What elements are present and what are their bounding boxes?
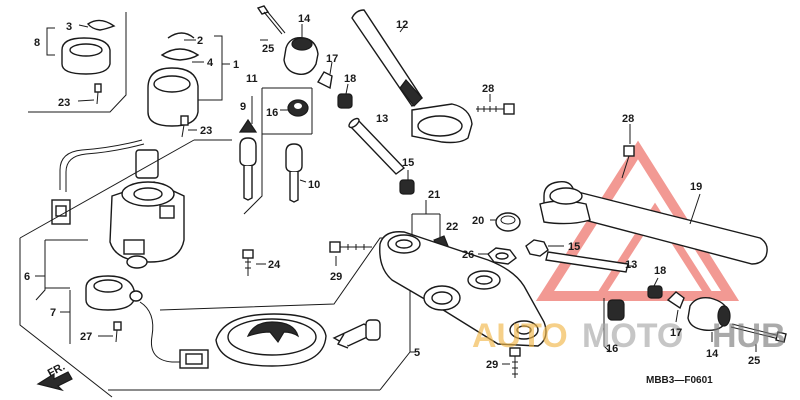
callout-16-right: 16 xyxy=(606,343,618,355)
fuel-cap-latch xyxy=(332,319,381,349)
clip-part-17-right xyxy=(666,291,685,323)
handlebar-left-group xyxy=(256,5,515,195)
callout-27: 27 xyxy=(80,331,92,343)
switch-part-7 xyxy=(85,275,143,311)
bar-end-weight-part-14-top xyxy=(283,24,319,75)
bolt-part-29-left xyxy=(329,241,372,266)
diagram-code: MBB3—F0601 xyxy=(646,375,713,386)
clip-part-17-top xyxy=(317,61,333,90)
ring-part-2 xyxy=(167,32,195,39)
bracket-8 xyxy=(46,27,55,56)
callout-10: 10 xyxy=(308,179,320,191)
switch-wire xyxy=(139,301,182,363)
wire-harness xyxy=(59,139,143,190)
callout-16-top: 16 xyxy=(266,107,278,119)
rubber-part-18-right xyxy=(647,277,663,299)
callout-25-right: 25 xyxy=(748,355,760,367)
clip-ring-part-3 xyxy=(86,19,116,31)
callout-7: 7 xyxy=(50,307,56,319)
rubber-part-15-top xyxy=(399,170,415,195)
callout-13-right: 13 xyxy=(625,259,637,271)
callout-28-top: 28 xyxy=(482,83,494,95)
inset-bracket-8 xyxy=(28,12,127,113)
bolt-part-28-top xyxy=(476,94,515,115)
callout-29-left: 29 xyxy=(330,271,342,283)
watermark: AUTO MOTO HUB xyxy=(472,317,786,355)
callout-13-top: 13 xyxy=(376,113,388,125)
callout-9: 9 xyxy=(240,101,246,113)
top-bridge-part-21 xyxy=(379,231,547,347)
top-bridge-group xyxy=(329,200,547,378)
grommet-part-16 xyxy=(287,99,309,117)
bolt-part-29-bottom xyxy=(502,347,521,378)
callout-1: 1 xyxy=(233,59,239,71)
callout-18-right: 18 xyxy=(654,265,666,277)
rubber-part-18-top xyxy=(337,83,353,109)
shaft-part-13-right xyxy=(545,251,634,273)
callout-21: 21 xyxy=(428,189,440,201)
handlebar-right-group xyxy=(525,124,787,353)
ignition-switch-group xyxy=(19,12,380,398)
screw-part-23 xyxy=(180,115,197,138)
watermark-hub: HUB xyxy=(712,317,786,355)
fuel-cap-center xyxy=(246,321,300,344)
bar-end-weight-part-14-right xyxy=(687,296,731,342)
callout-23-inset: 23 xyxy=(58,97,70,109)
plug-part-20 xyxy=(490,212,521,232)
handlebar-part-12 xyxy=(351,9,473,144)
bolt-part-24 xyxy=(242,249,266,276)
watermark-auto: AUTO xyxy=(472,317,568,355)
callout-22: 22 xyxy=(446,221,458,233)
callout-15-top: 15 xyxy=(402,157,414,169)
bolt-part-25-top xyxy=(256,5,286,41)
ring-part-4 xyxy=(160,48,200,61)
key-tag-part-9 xyxy=(238,118,258,133)
bracket-11 xyxy=(243,88,263,215)
bolt-part-28-right xyxy=(621,124,635,179)
ignition-switch-body xyxy=(109,149,185,269)
key-part-9 xyxy=(239,137,257,201)
callout-25-top: 25 xyxy=(262,43,274,55)
frame-line-mid xyxy=(159,237,410,311)
callout-20: 20 xyxy=(472,215,484,227)
handlebar-part-19 xyxy=(539,181,768,265)
front-direction-arrow xyxy=(36,371,73,392)
key-part-10 xyxy=(285,143,303,203)
shaft-part-13-top xyxy=(348,117,406,175)
callout-11: 11 xyxy=(246,73,258,85)
nut-part-15-right xyxy=(525,239,564,257)
callout-14-top: 14 xyxy=(298,13,311,25)
callout-17-right: 17 xyxy=(670,327,682,339)
callout-14-right: 14 xyxy=(706,348,719,360)
frame-line-left xyxy=(19,238,113,398)
callout-28-right: 28 xyxy=(622,113,634,125)
callout-3: 3 xyxy=(66,21,72,33)
callout-2: 2 xyxy=(197,35,203,47)
callout-29-bottom: 29 xyxy=(486,359,498,371)
callout-15-right: 15 xyxy=(568,241,580,253)
grommet-part-16-right xyxy=(603,298,625,353)
callout-12: 12 xyxy=(396,19,408,31)
callout-5: 5 xyxy=(414,347,420,359)
bracket-1 xyxy=(192,35,223,101)
fuel-cap-group xyxy=(159,237,416,391)
bolt-part-25-right xyxy=(730,323,787,352)
screw-part-23-inset xyxy=(77,83,102,105)
bracket-6 xyxy=(35,240,46,301)
callout-6: 6 xyxy=(24,271,30,283)
watermark-moto: MOTO xyxy=(582,317,683,355)
callout-18-top: 18 xyxy=(344,73,356,85)
screw-part-27 xyxy=(98,321,122,343)
callout-4: 4 xyxy=(207,57,214,69)
callout-17-top: 17 xyxy=(326,53,338,65)
callout-23: 23 xyxy=(200,125,212,137)
nut-part-26 xyxy=(478,247,517,265)
callout-26: 26 xyxy=(462,249,474,261)
callout-8: 8 xyxy=(34,37,40,49)
callout-19: 19 xyxy=(690,181,702,193)
callout-labels: 1 2 3 4 5 6 7 8 9 10 11 12 13 13 14 14 1… xyxy=(24,13,760,386)
callout-24: 24 xyxy=(268,259,281,271)
